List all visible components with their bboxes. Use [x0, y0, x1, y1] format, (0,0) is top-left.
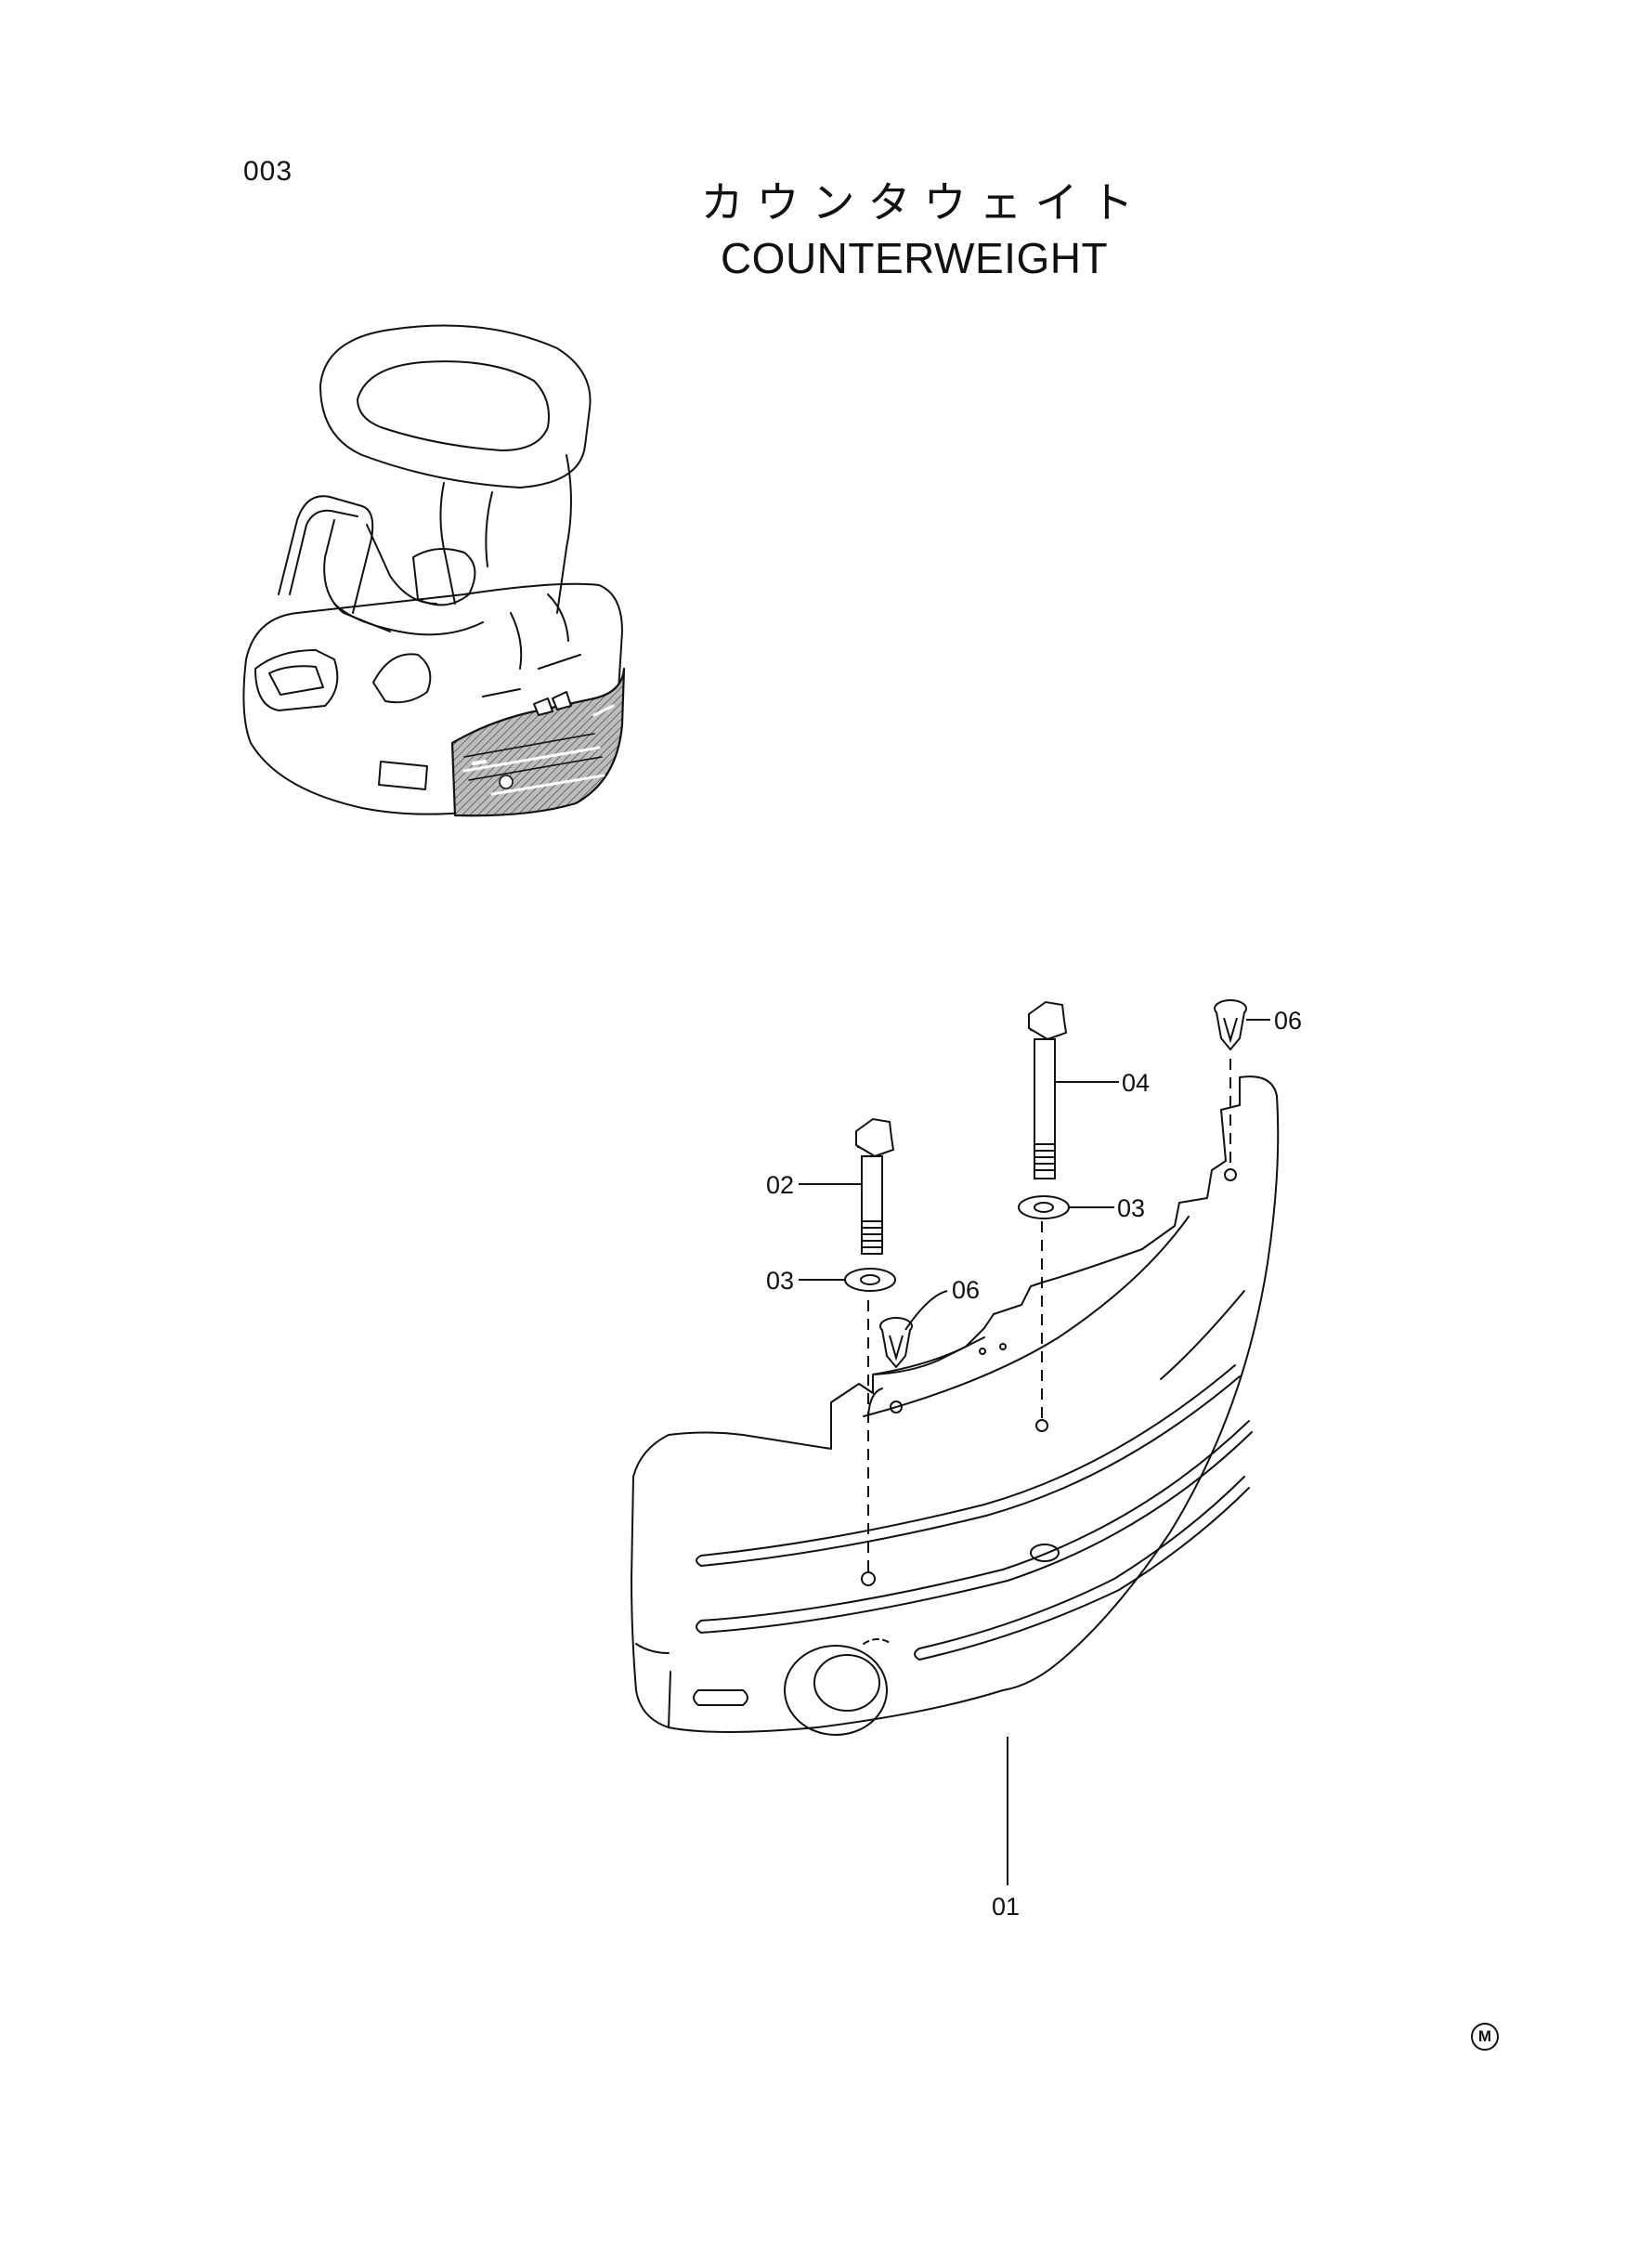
leader-lines: [799, 1019, 1270, 1885]
washer-03-left: [844, 1268, 896, 1292]
page-title: カウンタウェイト COUNTERWEIGHT: [0, 175, 1652, 286]
counterweight-part-drawing: [631, 1075, 1280, 1736]
callout-01: 01: [992, 1893, 1020, 1921]
washer-03-right: [1018, 1195, 1070, 1219]
maker-mark-icon: M: [1471, 2023, 1499, 2051]
title-japanese: カウンタウェイト: [700, 177, 1147, 228]
title-english: COUNTERWEIGHT: [720, 234, 1109, 282]
bolt-02: [854, 1117, 895, 1255]
callout-02: 02: [766, 1171, 794, 1199]
callout-06-upper: 06: [1274, 1007, 1302, 1035]
machine-overview-illustration: [242, 324, 626, 817]
bolt-04: [1027, 1000, 1068, 1179]
clip-06-upper: [1214, 999, 1247, 1051]
clip-06-lower: [879, 1317, 913, 1369]
callout-06-lower: 06: [952, 1276, 980, 1304]
page-number: 003: [243, 156, 293, 187]
assembly-axis-lines: [867, 1059, 1231, 1574]
callout-03-left: 03: [766, 1267, 794, 1295]
callout-03-right: 03: [1117, 1194, 1145, 1222]
callout-04: 04: [1122, 1069, 1150, 1097]
